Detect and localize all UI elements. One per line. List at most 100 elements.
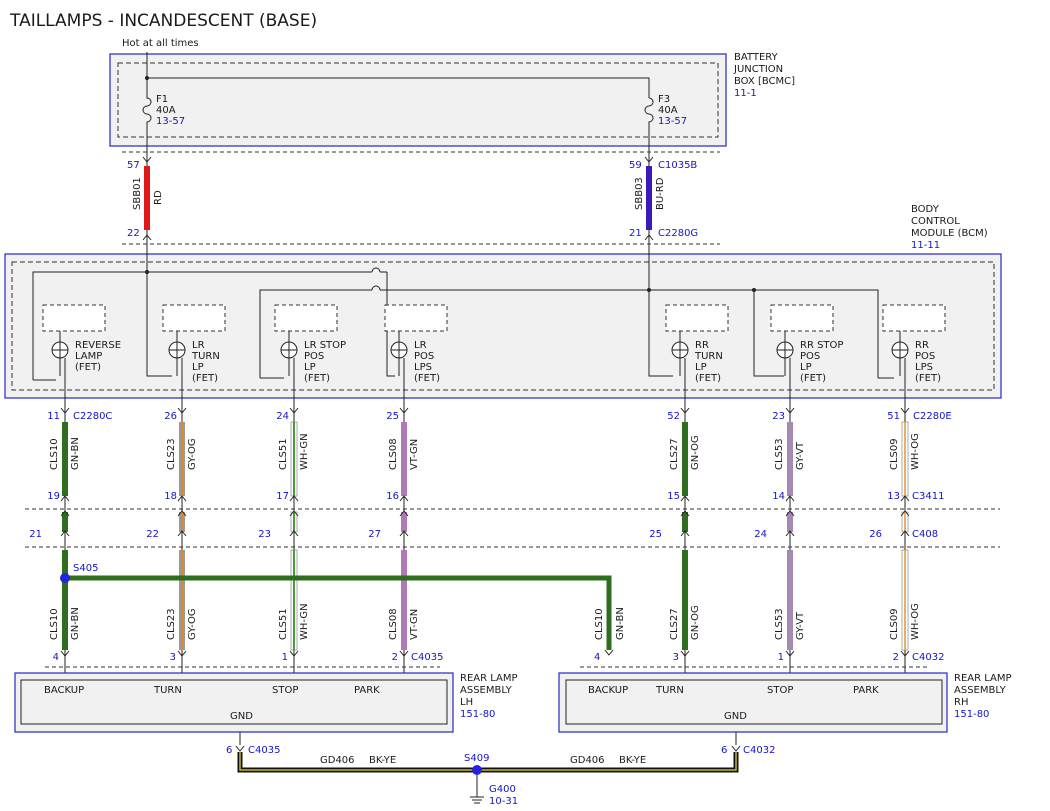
sbb03-color: BU-RD (655, 177, 666, 210)
wire-7-color-upper: WH-OG (910, 433, 921, 470)
wire-cls08-segment-1 (401, 422, 407, 496)
splice-s409-label: S409 (464, 753, 489, 764)
wire-1-c3411-pin: 19 (47, 491, 60, 502)
bcm-ref-link[interactable]: 11-11 (911, 240, 940, 251)
fet-5-label-line-3: LP (695, 362, 707, 373)
wire-cls27-segment-3 (682, 550, 688, 650)
rh-name-line-3: RH (954, 697, 968, 708)
wire-6-c408-pin: 24 (754, 529, 767, 540)
wire-5-c3411-pin: 15 (667, 491, 680, 502)
wire-2-c408-pin: 22 (146, 529, 159, 540)
fet-2-label-line-3: LP (192, 362, 204, 373)
wire-7-circuit-lower: CLS09 (889, 608, 900, 640)
rh-pin-backup: BACKUP (588, 685, 628, 696)
rh-gnd: GND (724, 711, 747, 722)
rh-pin-turn: TURN (655, 685, 684, 696)
lh-pin-turn: TURN (153, 685, 182, 696)
wire-5-c408-pin: 25 (649, 529, 662, 540)
wire-7-lamp-connector: C4032 (912, 652, 944, 663)
wire-2-bcm-pin: 26 (164, 411, 177, 422)
wire-7-lamp-pin: 2 (893, 652, 899, 663)
connector-c1035b: C1035B (658, 160, 697, 171)
bcm-name-line-3: MODULE (BCM) (911, 228, 988, 239)
ground-ref-link[interactable]: 10-31 (489, 796, 518, 807)
wire-6-color-lower: GY-VT (795, 611, 806, 640)
wire-6-color-upper: GY-VT (795, 441, 806, 470)
lh-gnd: GND (230, 711, 253, 722)
lh-gnd-pin: 6 (226, 745, 232, 756)
wire-5-bcm-pin: 52 (667, 411, 680, 422)
wire-1-color-lower: GN-BN (70, 607, 81, 640)
fuse-f3-ref-link[interactable]: 13-57 (658, 116, 687, 127)
wire-3-circuit-upper: CLS51 (278, 438, 289, 470)
lh-name-line-1: REAR LAMP (460, 673, 518, 684)
fet-3-label-line-4: (FET) (304, 373, 330, 384)
rh-name-line-2: ASSEMBLY (954, 685, 1007, 696)
fet-3-label-line-3: LP (304, 362, 316, 373)
fet-4-label-line-4: (FET) (414, 373, 440, 384)
wire-sbb01 (144, 166, 150, 230)
wire-3-color-upper: WH-GN (299, 433, 310, 470)
gnd-left-circuit: GD406 (320, 755, 355, 766)
wire-7-color-lower: WH-OG (910, 603, 921, 640)
wire-4-c408-pin: 27 (368, 529, 381, 540)
wire-1-color-upper: GN-BN (70, 437, 81, 470)
splice-s405-label: S405 (73, 563, 98, 574)
lh-ref-link[interactable]: 151-80 (460, 709, 495, 720)
wire-5-color-lower: GN-OG (690, 605, 701, 640)
gnd-right-color: BK-YE (619, 755, 646, 766)
bcm-name-line-2: CONTROL (911, 216, 960, 227)
wire-2-color-lower: GY-OG (187, 608, 198, 640)
lh-pin-stop: STOP (272, 685, 298, 696)
wire-cls53-segment-2 (787, 512, 793, 532)
wire-cls10-segment-3 (62, 550, 68, 650)
fet-1-label-line-2: LAMP (75, 351, 102, 362)
wire-5-circuit-lower: CLS27 (669, 608, 680, 640)
fet-5-label-line-4: (FET) (695, 373, 721, 384)
fet-6-label-line-4: (FET) (800, 373, 826, 384)
fuse-f1-ref-link[interactable]: 13-57 (156, 116, 185, 127)
ground-id: G400 (489, 784, 516, 795)
splice-s405-dot (60, 573, 70, 583)
rh-ref-link[interactable]: 151-80 (954, 709, 989, 720)
fet-7-label-line-3: LPS (915, 362, 933, 373)
wire-7-c3411-connector: C3411 (912, 491, 944, 502)
wire-1-bcm-connector: C2280C (73, 411, 112, 422)
sbb01-bcm-pin: 22 (127, 228, 140, 239)
wire-cls08-segment-2 (401, 512, 407, 532)
wire-cls08-segment-3 (401, 550, 407, 650)
fet-3-label-line-1: LR STOP (304, 340, 346, 351)
wire-3-c3411-pin: 17 (276, 491, 289, 502)
body-control-module: BODY CONTROL MODULE (BCM) 11-11 (4, 204, 1002, 399)
sbb01-circuit: SBB01 (132, 177, 143, 210)
bjb-ref-link[interactable]: 11-1 (734, 88, 757, 99)
wire-cls27-segment-2 (682, 512, 688, 532)
fet-1-label-line-3: (FET) (75, 362, 101, 373)
wire-5-color-upper: GN-OG (690, 435, 701, 470)
fet-6-label-line-1: RR STOP (800, 340, 843, 351)
splice-s409-dot (472, 765, 482, 775)
wire-7-c408-pin: 26 (869, 529, 882, 540)
wire-3-c408-pin: 23 (258, 529, 271, 540)
wire-1-c408-pin: 21 (29, 529, 42, 540)
wire-3-circuit-lower: CLS51 (278, 608, 289, 640)
rh-pin-stop: STOP (767, 685, 793, 696)
wire-3-bcm-pin: 24 (276, 411, 289, 422)
bjb-name-line-2: JUNCTION (733, 64, 783, 75)
gnd-left-color: BK-YE (369, 755, 396, 766)
fet-2-label-line-2: TURN (191, 351, 220, 362)
sbb03-circuit: SBB03 (634, 177, 645, 210)
fuse-f1-rating: 40A (156, 105, 176, 116)
bjb-name-line-3: BOX [BCMC] (734, 76, 795, 87)
fet-4-label-line-2: POS (414, 351, 434, 362)
lh-pin-park: PARK (354, 685, 380, 696)
